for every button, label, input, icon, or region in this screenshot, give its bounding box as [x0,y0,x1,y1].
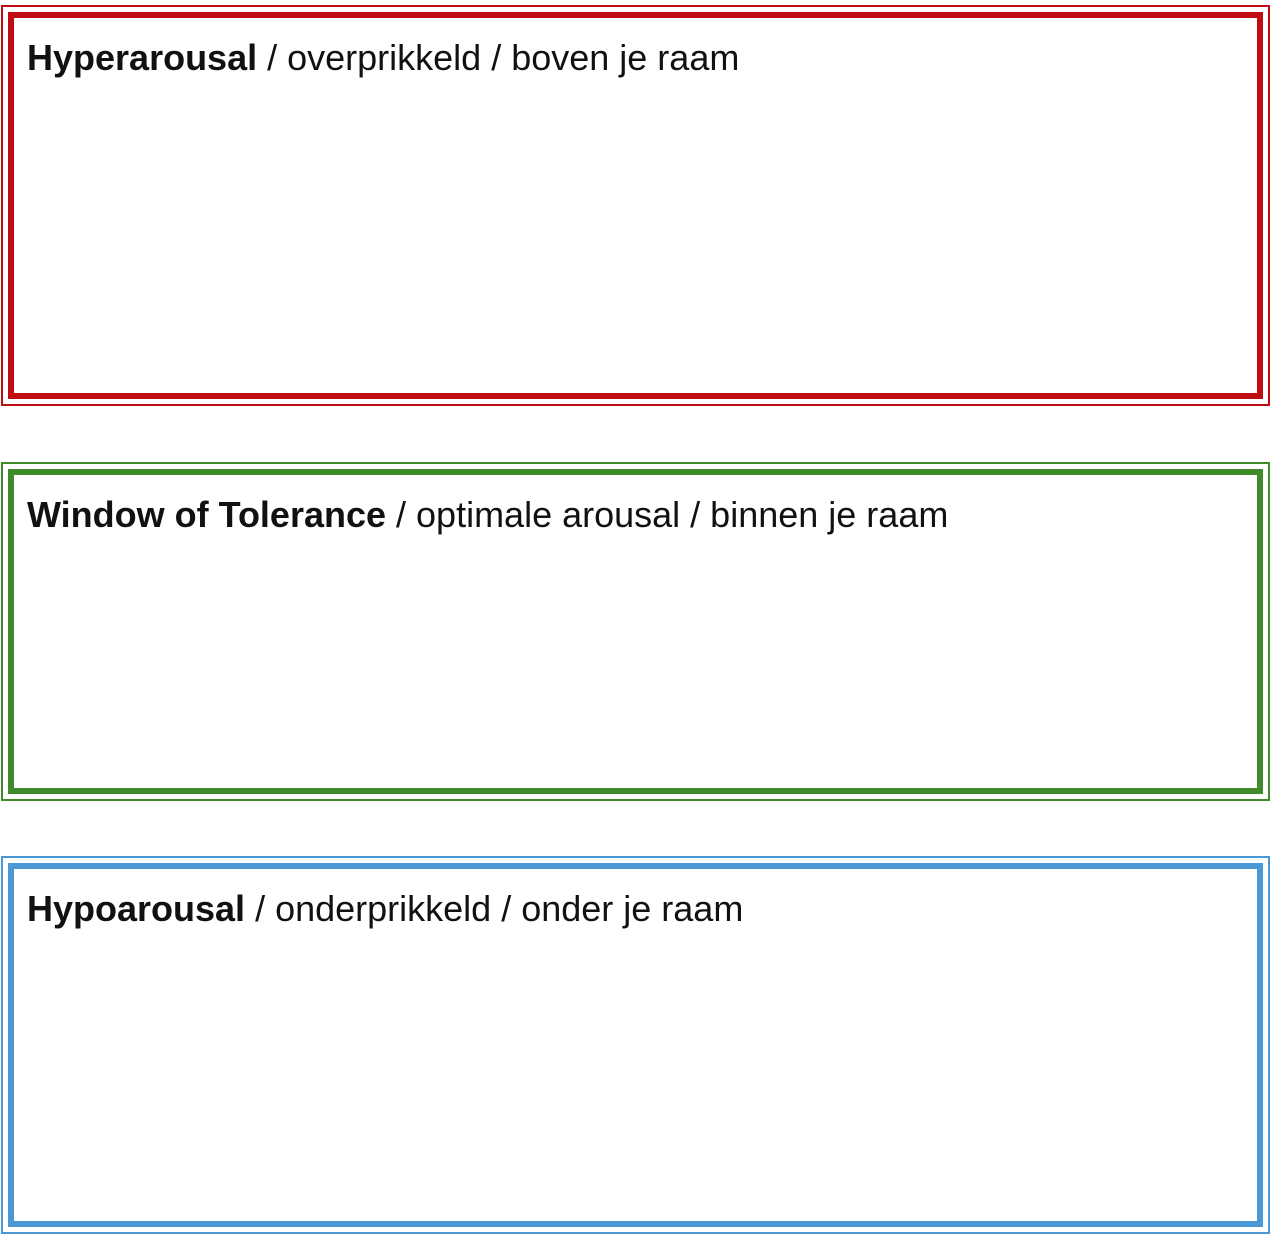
hypoarousal-panel: Hypoarousal / onderprikkeld / onder je r… [1,856,1270,1234]
window-of-tolerance-panel-frame: Window of Tolerance / optimale arousal /… [8,469,1263,794]
window-of-tolerance-heading: Window of Tolerance / optimale arousal /… [27,493,948,537]
hypoarousal-heading-rest: / onderprikkeld / onder je raam [245,888,744,929]
window-of-tolerance-heading-bold: Window of Tolerance [27,494,387,535]
hyperarousal-heading: Hyperarousal / overprikkeld / boven je r… [27,36,739,80]
hypoarousal-heading: Hypoarousal / onderprikkeld / onder je r… [27,887,743,931]
hyperarousal-heading-rest: / overprikkeld / boven je raam [257,37,740,78]
window-of-tolerance-writing-area [14,547,1257,788]
hypoarousal-heading-bold: Hypoarousal [27,888,246,929]
window-of-tolerance-panel: Window of Tolerance / optimale arousal /… [1,462,1270,801]
hypoarousal-writing-area [14,941,1257,1221]
hyperarousal-panel-frame: Hyperarousal / overprikkeld / boven je r… [8,12,1263,399]
hyperarousal-writing-area [14,90,1257,393]
hyperarousal-heading-bold: Hyperarousal [27,37,258,78]
window-of-tolerance-heading-rest: / optimale arousal / binnen je raam [386,494,949,535]
hypoarousal-panel-frame: Hypoarousal / onderprikkeld / onder je r… [8,863,1263,1227]
hyperarousal-panel: Hyperarousal / overprikkeld / boven je r… [1,5,1270,406]
